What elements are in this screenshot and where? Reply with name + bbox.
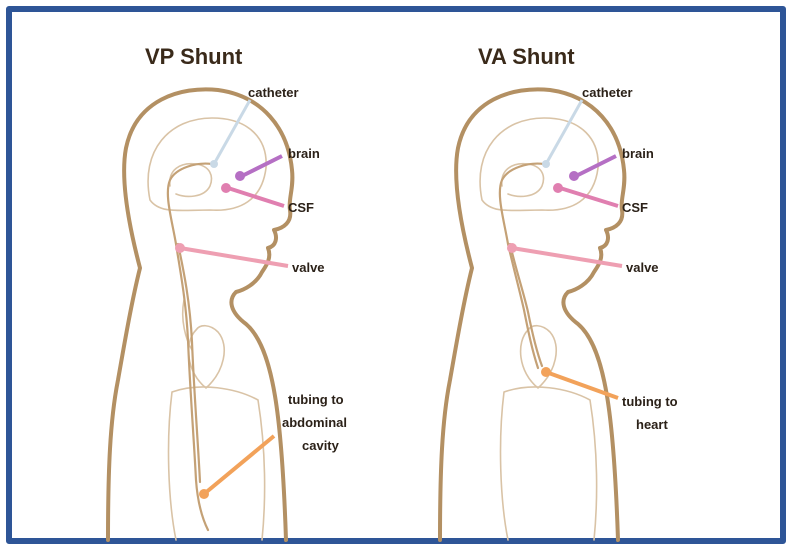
vp-tubing-label-line3: cavity: [302, 438, 340, 453]
va-valve-label: valve: [626, 260, 659, 275]
va-catheter-tube: [500, 164, 544, 368]
va-csf-label: CSF: [622, 200, 648, 215]
va-shunt-title: VA Shunt: [478, 44, 575, 69]
va-catheter-leader: [546, 100, 582, 164]
va-catheter-label: catheter: [582, 85, 633, 100]
va-csf-dot: [553, 183, 563, 193]
va-catheter-dot: [542, 160, 550, 168]
va-shunt-panel: VA Shunt catheter brain CSF valve tubing…: [440, 44, 678, 540]
vp-tubing-label-line2: abdominal: [282, 415, 347, 430]
va-csf-leader: [560, 188, 618, 206]
vp-valve-leader: [180, 248, 288, 266]
vp-abdomen-outline: [169, 387, 265, 540]
va-tubing-label-line2: heart: [636, 417, 668, 432]
vp-csf-leader: [228, 188, 284, 206]
vp-tubing-dot: [199, 489, 209, 499]
vp-catheter-leader: [214, 100, 250, 164]
vp-tubing-label-line1: tubing to: [288, 392, 344, 407]
vp-valve-dot: [175, 243, 185, 253]
vp-valve-label: valve: [292, 260, 325, 275]
vp-shunt-panel: VP Shunt catheter brain CSF valve tubing…: [108, 44, 347, 540]
vp-tubing-leader: [204, 436, 274, 494]
va-brain-label: brain: [622, 146, 654, 161]
vp-catheter-dot: [210, 160, 218, 168]
vp-brain-label: brain: [288, 146, 320, 161]
va-catheter-tube-parallel: [510, 244, 542, 366]
vp-shunt-title: VP Shunt: [145, 44, 243, 69]
va-ventricle-outline: [502, 164, 544, 197]
va-tubing-leader: [546, 372, 618, 398]
va-abdomen-outline: [501, 387, 597, 540]
vp-csf-dot: [221, 183, 231, 193]
vp-ventricle-outline: [170, 164, 212, 197]
vp-brain-leader: [242, 156, 282, 176]
vp-csf-label: CSF: [288, 200, 314, 215]
va-valve-dot: [507, 243, 517, 253]
va-tubing-dot: [541, 367, 551, 377]
va-valve-leader: [512, 248, 622, 266]
va-brain-leader: [576, 156, 616, 176]
vp-brain-dot: [235, 171, 245, 181]
va-brain-dot: [569, 171, 579, 181]
va-tubing-label-line1: tubing to: [622, 394, 678, 409]
vp-catheter-label: catheter: [248, 85, 299, 100]
